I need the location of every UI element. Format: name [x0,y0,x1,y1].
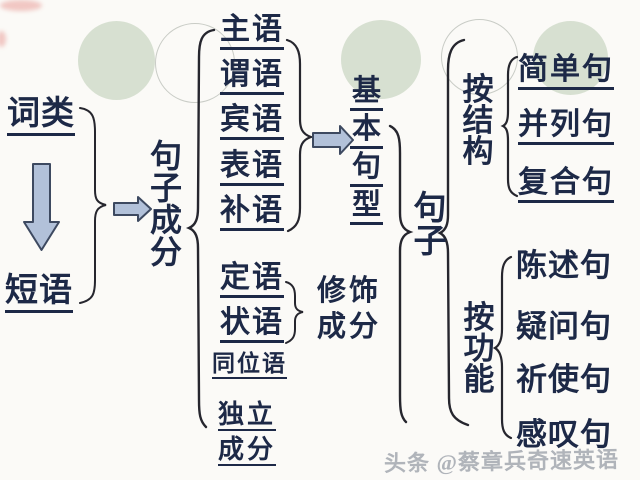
brace-wordclass-phrase [79,107,107,304]
node-independent-line1: 独立 [218,401,277,432]
arrow-down-wordclass-to-phrase [23,163,60,251]
decor-circle-green-2 [341,20,421,99]
brace-function-types [492,255,513,440]
node-object: 宾语 [220,104,284,140]
node-phrase: 短语 [5,274,73,313]
node-independent-line2: 成分 [218,436,277,467]
node-simple-sentence: 简单句 [518,54,614,90]
node-modifier-label-line2: 成分 [317,311,382,343]
arrow-right-to-sentence-components [113,196,152,222]
node-complement: 补语 [220,195,284,231]
node-sentence-components: 句子成分 [149,138,182,270]
watermark-text: 头条 @蔡章兵奇速英语 [383,446,620,477]
node-basic-pattern: 基本句型 [350,77,383,229]
node-appositive: 同位语 [212,351,287,380]
node-modifier-label-line1: 修饰 [317,275,382,307]
brace-core-members [285,38,315,233]
node-complex-sentence: 复合句 [518,167,614,203]
decor-circle-green-3 [533,21,608,95]
node-sentence: 句子 [413,191,447,260]
node-predicative: 表语 [220,150,284,186]
node-by-structure: 按结构 [462,72,494,169]
brace-to-sentence [388,124,414,424]
scan-artifact [0,0,42,11]
node-attributive: 定语 [220,262,284,298]
arrow-right-to-basic-pattern [312,125,354,155]
node-imperative: 祈使句 [516,362,612,397]
brace-structure-types [500,55,519,198]
node-by-function: 按功能 [463,300,495,397]
brace-sentence-components-children [185,28,216,429]
node-exclamatory: 感叹句 [516,417,612,452]
node-compound-sentence: 并列句 [518,109,614,145]
decor-circle-outline-1 [155,23,235,103]
node-declarative: 陈述句 [516,248,612,283]
node-word-class: 词类 [7,97,75,136]
brace-sentence-split [437,38,470,427]
brace-modifiers [285,281,304,344]
decor-circle-green-1 [78,21,155,100]
node-subject: 主语 [220,14,284,50]
scan-artifact [0,31,6,47]
node-adverbial: 状语 [220,307,284,343]
node-predicate: 谓语 [220,59,284,95]
node-interrogative: 疑问句 [516,309,612,344]
